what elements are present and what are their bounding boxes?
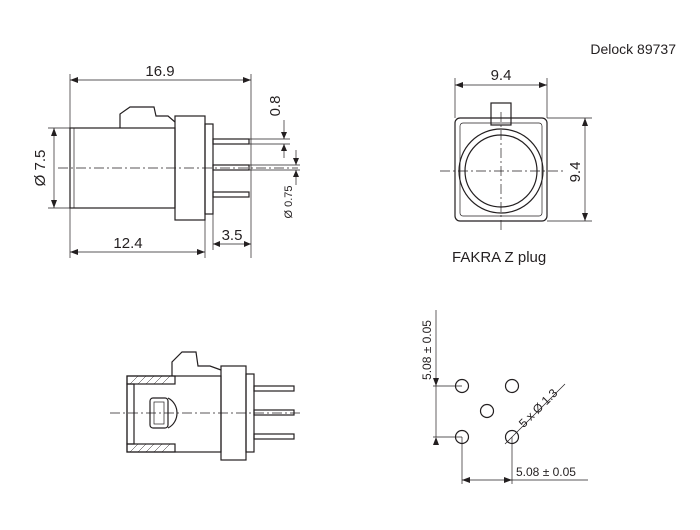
dim-pin-length: 3.5 — [222, 227, 243, 244]
dim-diameter: Ø 7.5 — [32, 150, 49, 187]
footprint-view: 5.08 ± 0.05 5 x Ø 1.3 5.08 ± 0.05 — [420, 310, 588, 484]
dim-pin-diameter: Ø 0.75 — [283, 185, 295, 218]
dim-pin-pitch: 0.8 — [267, 96, 284, 117]
model-label: Delock 89737 — [590, 41, 676, 57]
dim-pitch-vertical: 5.08 ± 0.05 — [420, 320, 434, 380]
front-view: 9.4 9.4 FAKRA Z plug — [440, 67, 592, 266]
side-view: 16.9 Ø 7.5 12.4 3.5 — [32, 63, 300, 258]
dim-overall-length: 16.9 — [145, 63, 174, 80]
section-view — [110, 351, 300, 461]
dim-pitch-horizontal: 5.08 ± 0.05 — [516, 465, 576, 479]
dim-front-width: 9.4 — [491, 67, 512, 84]
hole-callout: 5 x Ø 1.3 — [516, 386, 561, 431]
dim-front-height: 9.4 — [567, 162, 584, 183]
dim-body-length: 12.4 — [113, 235, 142, 252]
front-view-caption: FAKRA Z plug — [452, 249, 546, 266]
